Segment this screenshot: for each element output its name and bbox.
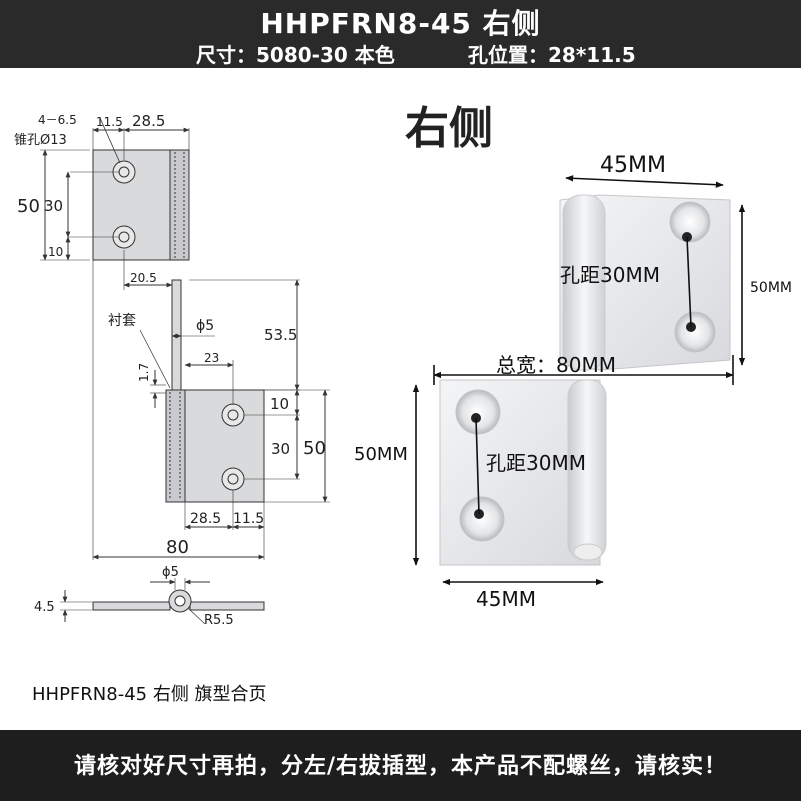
dim-50-right: 50 [303,438,326,459]
dim-1.7: 1.7 [137,363,151,382]
product-caption: HHPFRN8-45 右侧 旗型合页 [32,684,267,705]
dim-20.5: 20.5 [130,271,157,285]
dim-28.5-bottom: 28.5 [190,511,221,527]
dim-50-left: 50 [17,196,40,217]
product-photo: 45MM 50MM 孔距30MM 总宽：80MM 50MM 孔距30MM 45M… [354,153,792,611]
size-label: 尺寸：5080-30 本色 [196,43,395,67]
dim-30-left: 30 [44,197,63,215]
side-title: 右侧 [405,103,493,154]
dim-23: 23 [204,351,219,365]
dim-4.5: 4.5 [34,600,55,615]
dim-4-6.5: 4－6.5 [38,113,77,127]
countersink-label: 锥孔Ø13 [14,133,67,148]
photo-height-right: 50MM [750,280,792,296]
photo-pitch-bottom: 孔距30MM [486,451,586,475]
dim-11.5-bottom: 11.5 [233,511,264,527]
dim-10-left: 10 [48,245,63,259]
photo-width-top: 45MM [600,153,666,178]
dim-11.5-top: 11.5 [96,115,123,129]
bushing-label: 衬套 [108,313,136,329]
product-title: HHPFRN8-45 右侧 [260,7,541,40]
dim-30-right: 30 [271,440,290,458]
dim-53.5: 53.5 [264,326,297,344]
header-bar: HHPFRN8-45 右侧 尺寸：5080-30 本色 孔位置：28*11.5 [0,0,801,68]
footer-bar: 请核对好尺寸再拍，分左/右拔插型，本产品不配螺丝，请核实！ [0,730,801,801]
photo-width-bottom: 45MM [476,587,536,611]
dim-10-right: 10 [270,395,289,413]
photo-pitch-top: 孔距30MM [560,263,660,287]
dim-phi5: ϕ5 [196,318,214,334]
technical-drawing: 4－6.5 11.5 28.5 锥孔Ø13 50 30 10 20.5 衬套 ϕ… [14,112,330,628]
dim-phi5-side: ϕ5 [162,565,179,580]
footer-notice: 请核对好尺寸再拍，分左/右拔插型，本产品不配螺丝，请核实！ [73,754,728,779]
hole-position-label: 孔位置：28*11.5 [468,43,636,67]
dim-r5.5: R5.5 [204,613,234,628]
dim-80: 80 [166,537,189,558]
photo-height-left: 50MM [354,444,408,465]
dim-28.5-top: 28.5 [132,112,165,130]
photo-total-width: 总宽：80MM [496,353,616,377]
